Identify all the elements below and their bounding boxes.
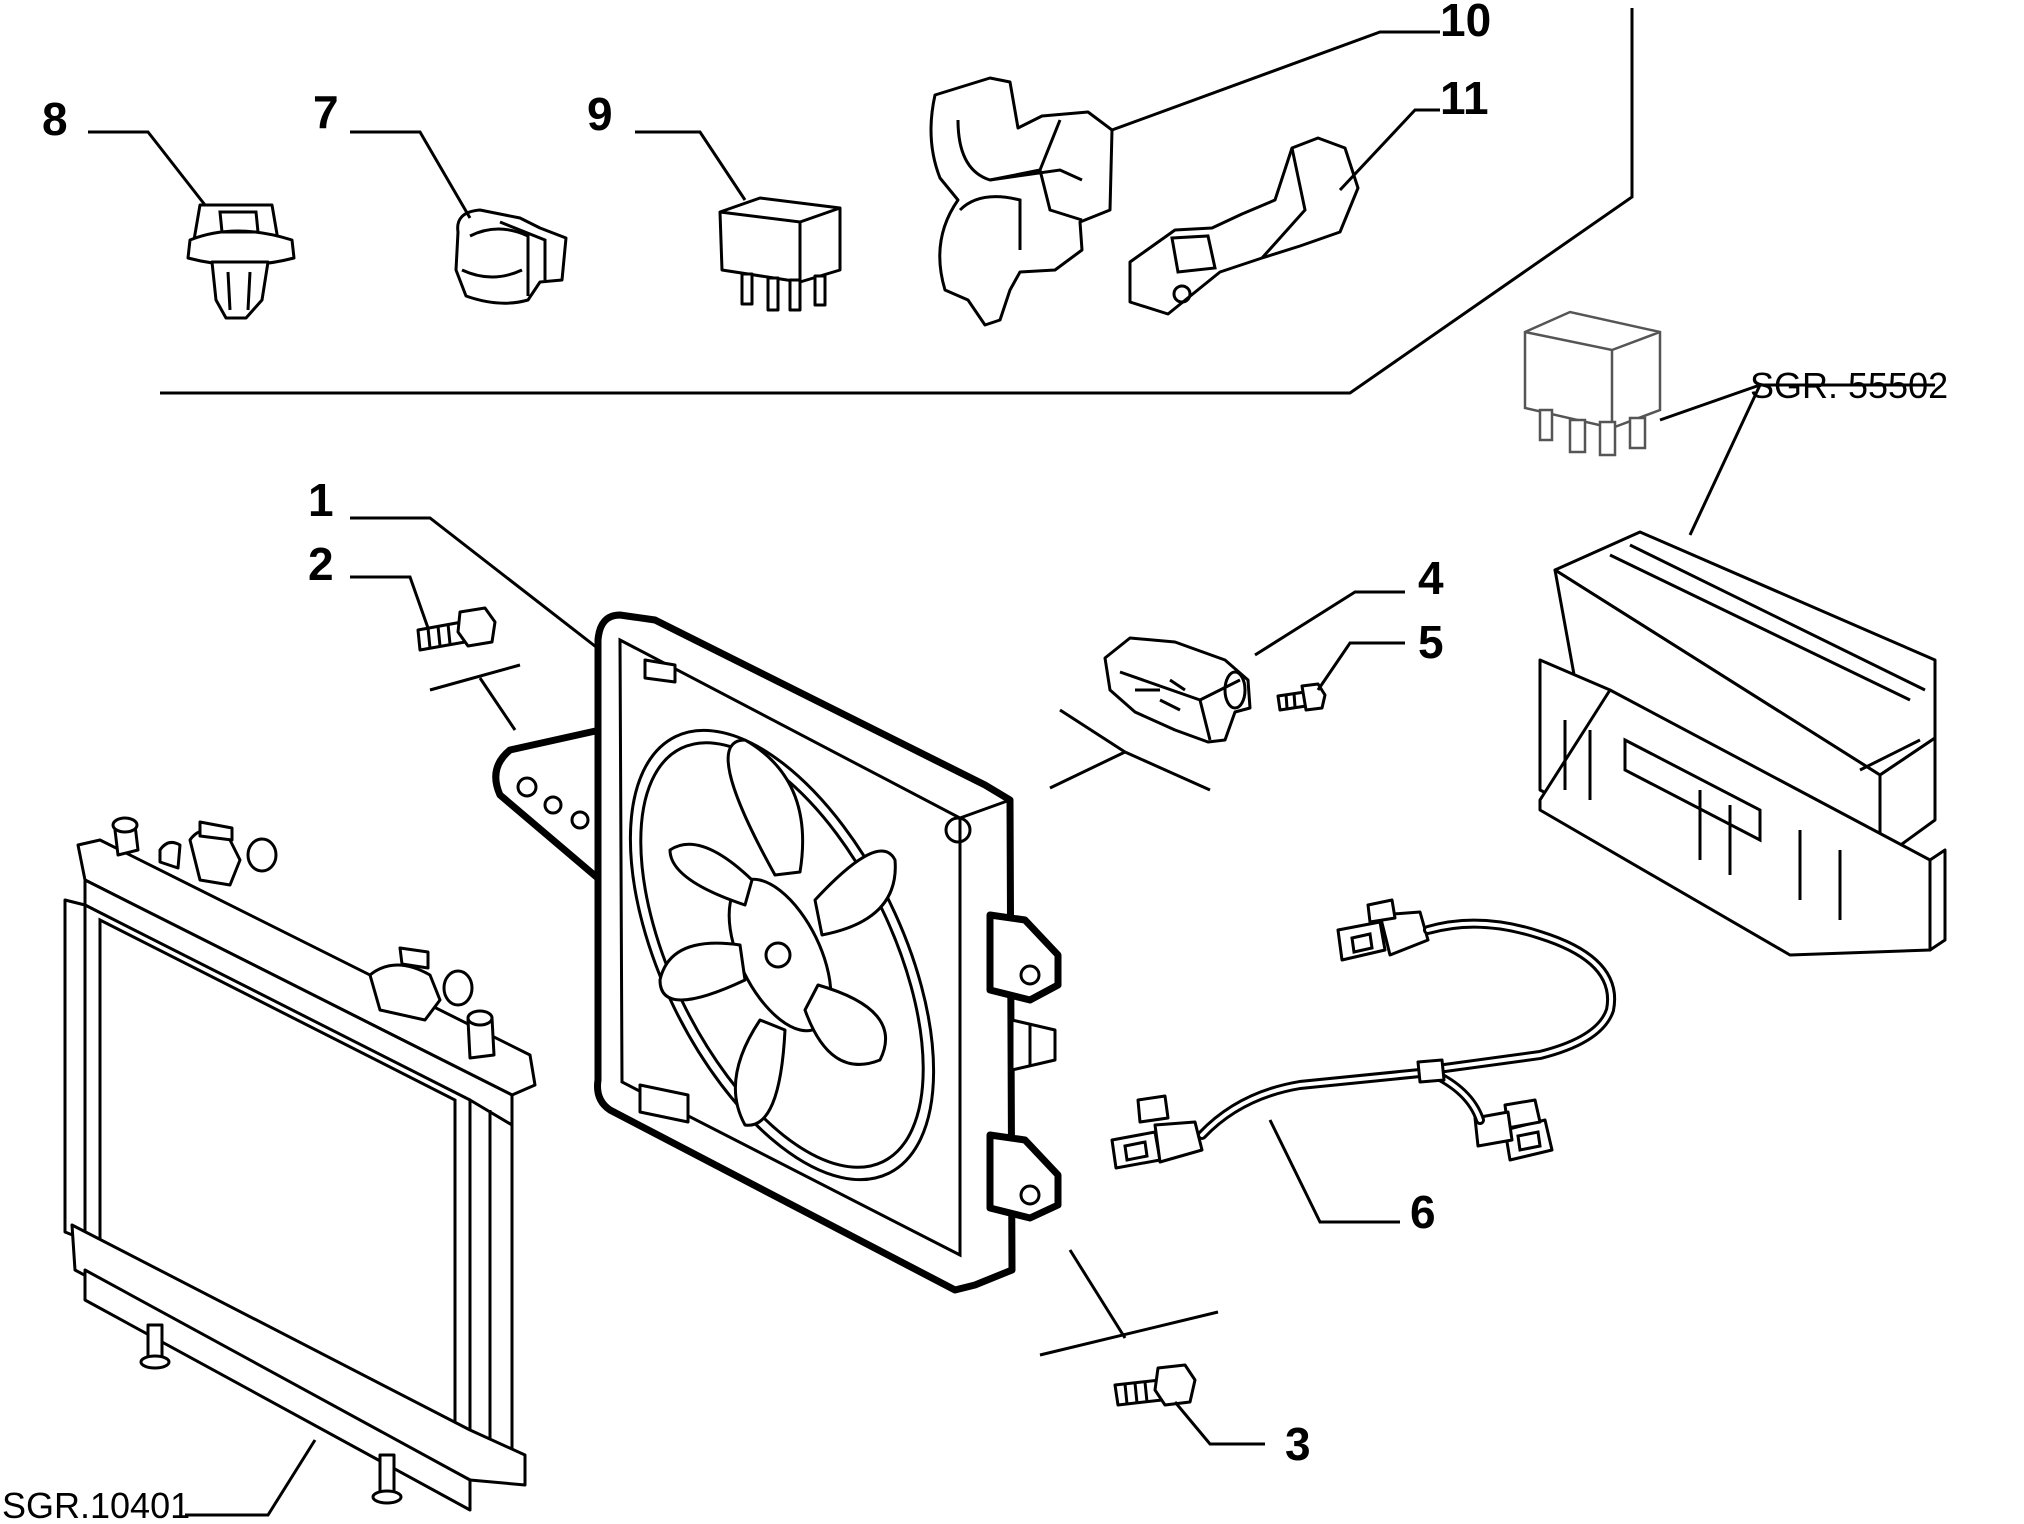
fuse-relay-box (1538, 530, 1947, 957)
part-6-wiring-harness (1110, 898, 1617, 1170)
part-7-hose-clip (454, 208, 568, 305)
ref-relay-group: SGR. 55502 (1750, 365, 1948, 406)
callout-8: 8 (42, 93, 68, 145)
part-8-push-clip (186, 203, 296, 320)
callout-10: 10 (1440, 0, 1491, 46)
callout-9: 9 (587, 88, 613, 140)
ref-radiator: SGR.10401 (2, 1485, 190, 1524)
part-11-bracket (1128, 136, 1360, 316)
part-9-relay (718, 196, 842, 312)
leader-lines (88, 30, 1935, 1517)
part-5-screw (1276, 682, 1327, 712)
callout-6: 6 (1410, 1186, 1436, 1238)
part-3-bolt (1113, 1363, 1197, 1407)
callout-7: 7 (313, 86, 339, 138)
part-4-connector (1103, 636, 1252, 744)
callout-1: 1 (308, 474, 334, 526)
callout-5: 5 (1418, 616, 1444, 668)
part-1-fan-shroud (492, 611, 1062, 1294)
callout-11: 11 (1440, 72, 1489, 124)
accessory-panel-border (160, 8, 1634, 395)
callout-3: 3 (1285, 1418, 1311, 1470)
part-10-double-clip (929, 76, 1114, 327)
callout-2: 2 (308, 538, 334, 590)
callout-4: 4 (1418, 552, 1444, 604)
ghost-relay (1523, 310, 1662, 457)
part-2-bolt (416, 606, 497, 652)
radiator (63, 816, 537, 1512)
